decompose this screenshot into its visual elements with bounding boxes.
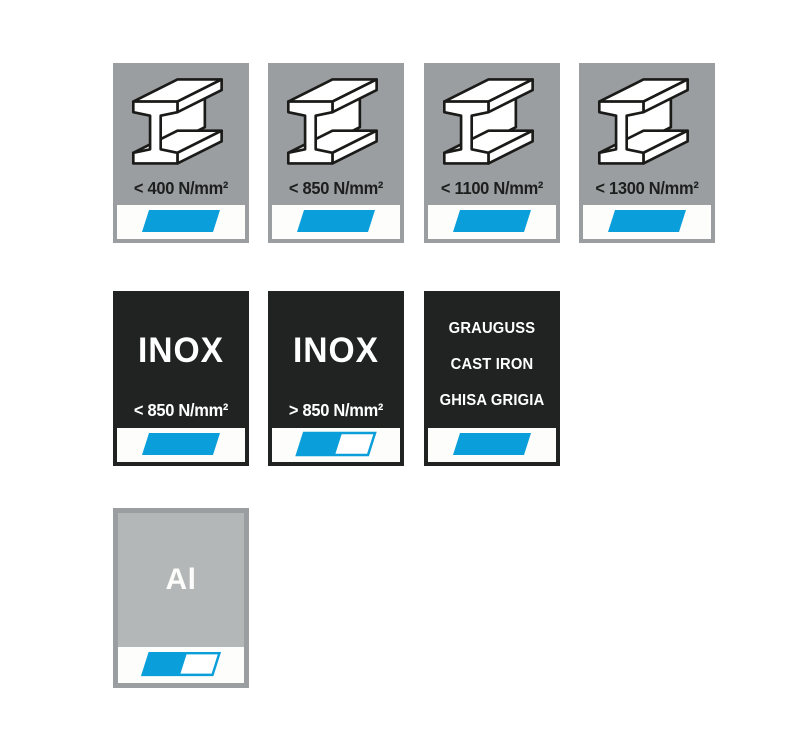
marker-strip [272,205,400,239]
parallelogram-marker-icon [297,210,375,232]
parallelogram-marker-icon [142,210,220,232]
material-title-it: GHISA GRIGIA [439,392,545,409]
strength-label: < 400 N/mm² [133,178,229,198]
i-beam-icon [442,78,534,165]
material-title: INOX [292,331,379,370]
marker-strip [117,205,245,239]
i-beam-icon [131,78,223,165]
tile-steel-850: < 850 N/mm² [268,63,404,243]
parallelogram-marker-icon [295,431,377,457]
marker-strip [428,428,556,462]
tile-steel-1300: < 1300 N/mm² [579,63,715,243]
tile-cast-iron: GRAUGUSS CAST IRON GHISA GRIGIA [424,291,560,466]
parallelogram-marker-icon [453,210,531,232]
strength-label: < 1300 N/mm² [595,178,699,198]
strength-label: < 850 N/mm² [288,178,384,198]
material-title: INOX [137,331,224,370]
marker-strip [117,428,245,462]
parallelogram-marker-icon [453,433,531,455]
parallelogram-marker-icon [142,433,220,455]
parallelogram-marker-icon [140,651,222,677]
tile-aluminium: Al [113,508,249,688]
marker-strip [583,205,711,239]
tile-inox-lt-850: INOX < 850 N/mm² [113,291,249,466]
strength-label: < 1100 N/mm² [440,178,544,198]
i-beam-icon [286,78,378,165]
tile-steel-400: < 400 N/mm² [113,63,249,243]
material-title-multilang: GRAUGUSS CAST IRON GHISA GRIGIA [424,311,560,419]
i-beam-icon [597,78,689,165]
marker-strip [272,428,400,462]
material-title: Al [165,563,197,596]
strength-label: < 850 N/mm² [133,400,229,420]
parallelogram-marker-icon [608,210,686,232]
marker-strip [118,647,244,683]
material-title-de: GRAUGUSS [448,320,536,337]
tile-steel-1100: < 1100 N/mm² [424,63,560,243]
marker-strip [428,205,556,239]
strength-label: > 850 N/mm² [288,400,384,420]
tile-inox-gt-850: INOX > 850 N/mm² [268,291,404,466]
material-title-en: CAST IRON [450,356,534,373]
